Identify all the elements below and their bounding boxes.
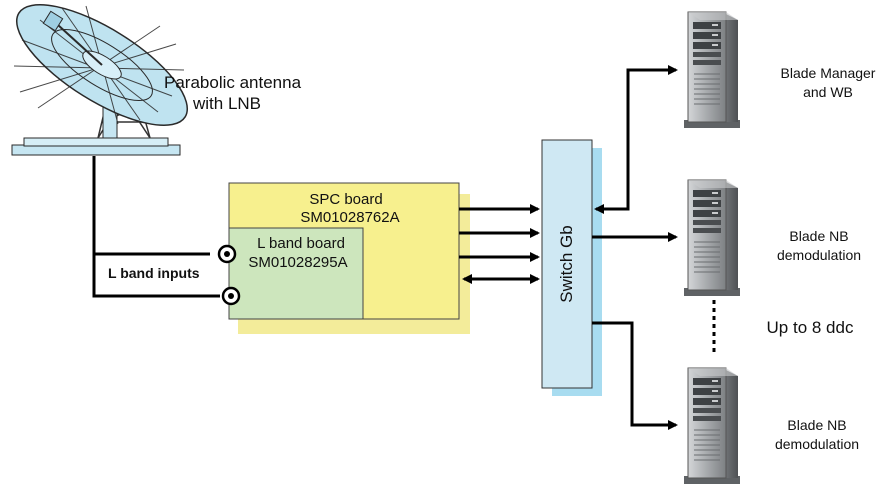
switch-gb [541, 139, 593, 389]
spc-board-name: SPC board [309, 191, 382, 208]
l-band-inputs-label: L band inputs [108, 265, 200, 281]
l-band-input-lines [92, 156, 220, 298]
parabolic-antenna-icon [11, 4, 189, 156]
server-1-label-line2: and WB [803, 84, 853, 100]
server-2-label-line2: demodulation [777, 247, 861, 263]
server-blade-nb-2-icon [683, 367, 741, 485]
switch-label: Switch Gb [557, 225, 576, 302]
l-band-board-name: L band board [257, 235, 345, 252]
switch-server-links [592, 65, 678, 430]
connector-1-icon [217, 244, 237, 264]
spc-board-part-number: SM01028762A [300, 209, 399, 226]
server-3-label-line2: demodulation [775, 436, 859, 452]
server-blade-manager-icon [683, 11, 741, 129]
l-band-board [228, 227, 364, 320]
antenna-label-line2: with LNB [192, 94, 261, 113]
l-band-board-part-number: SM01028295A [248, 254, 347, 271]
server-2-label-line1: Blade NB [789, 228, 848, 244]
server-blade-nb-1-icon [683, 179, 741, 297]
capacity-note: Up to 8 ddc [767, 318, 854, 337]
connector-2-icon [221, 286, 241, 306]
board-switch-links [459, 204, 540, 284]
server-3-label-line1: Blade NB [787, 417, 846, 433]
server-1-label-line1: Blade Manager [781, 65, 876, 81]
antenna-label-line1: Parabolic antenna [164, 73, 302, 92]
